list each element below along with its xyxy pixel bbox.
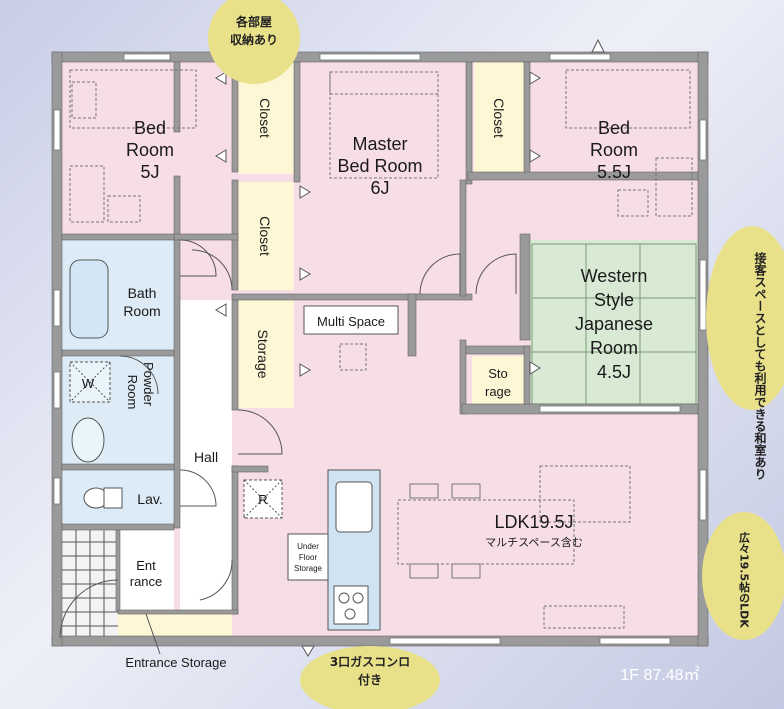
closet-label-1: Closet (257, 98, 273, 138)
storage-label: Storage (255, 329, 271, 378)
multi-space-label: Multi Space (317, 314, 385, 329)
windows (53, 53, 707, 645)
callout-storage-line-2: 収納あり (230, 32, 278, 47)
washitsu-label-1: Western (581, 266, 648, 286)
bed-room-right-label-1: Bed (598, 118, 630, 138)
bath-label-1: Bath (128, 285, 157, 301)
small-storage-label-1: Sto (488, 366, 508, 381)
chairs (409, 483, 481, 579)
fixtures (69, 259, 399, 631)
hall-label: Hall (194, 449, 218, 465)
closet-label-3: Closet (491, 98, 507, 138)
washitsu-size: 4.5J (597, 362, 631, 382)
bath-label-2: Room (123, 303, 160, 319)
entrance-storage-leader (145, 613, 161, 655)
lav-label: Lav. (137, 491, 162, 507)
ldk-label: LDK19.5J (494, 512, 573, 532)
bed-room-left-label-2: Room (126, 140, 174, 160)
master-size: 6J (370, 178, 389, 198)
washitsu-label-2: Style (594, 290, 634, 310)
powder-label-2: Room (125, 375, 140, 410)
callout-guest-line: 接客スペースとしても利用できる和室あり (753, 251, 767, 480)
callout-storage-line-1: 各部屋 (235, 14, 272, 29)
under-floor-label-1: Under (297, 542, 319, 551)
ldk-sub-label: マルチスペース含む (485, 535, 583, 549)
fridge-label: R (258, 492, 267, 507)
washitsu-label-4: Room (590, 338, 638, 358)
under-floor-label-3: Storage (294, 564, 323, 573)
callout-ldk: 広々19.5帖のLDK (702, 512, 784, 640)
bed-room-left-size: 5J (140, 162, 159, 182)
entrance-label-2: rance (130, 574, 163, 589)
master-label-2: Bed Room (337, 156, 422, 176)
under-floor-label-2: Floor (299, 553, 318, 562)
powder-label-1: Powder (141, 362, 156, 407)
master-label-1: Master (352, 134, 407, 154)
callout-stove-line-2: 付き (358, 672, 382, 687)
entrance-storage-label: Entrance Storage (125, 655, 226, 670)
room-labels: Bed Room 5J Master Bed Room 6J Bed Room … (82, 98, 653, 670)
bed-room-right-size: 5.5J (597, 162, 631, 182)
small-storage-label-2: rage (485, 384, 511, 399)
callout-stove-line-1: 3口ガスコンロ (330, 654, 410, 669)
floor-info: 1F 87.48㎡ (620, 666, 699, 684)
bed-room-left-label-1: Bed (134, 118, 166, 138)
callout-guest-room: 接客スペースとしても利用できる和室あり (706, 226, 784, 480)
furniture (69, 69, 693, 629)
closet-label-2: Closet (257, 216, 273, 256)
callout-stove: 3口ガスコンロ 付き (300, 646, 440, 709)
entrance-tile (62, 528, 118, 638)
washer-label: W (82, 376, 95, 391)
washitsu-label-3: Japanese (575, 314, 653, 334)
bed-room-right-label-2: Room (590, 140, 638, 160)
entrance-label-1: Ent (136, 558, 156, 573)
callout-storage: 各部屋 収納あり (208, 0, 300, 84)
doors (59, 239, 517, 639)
callout-ldk-line: 広々19.5帖のLDK (738, 531, 751, 629)
door-markers (215, 38, 605, 657)
